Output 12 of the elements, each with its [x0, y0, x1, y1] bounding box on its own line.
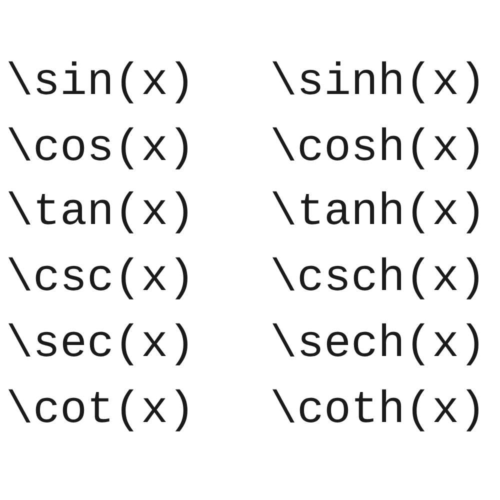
function-command: \sech(x): [270, 320, 486, 370]
function-command: \tan(x): [6, 188, 196, 238]
function-command: \sec(x): [6, 320, 196, 370]
function-command: \sin(x): [6, 58, 196, 108]
function-command: \cos(x): [6, 124, 196, 174]
function-command: \tanh(x): [270, 188, 486, 238]
function-command: \csch(x): [270, 254, 486, 304]
function-command: \cosh(x): [270, 124, 486, 174]
function-command: \csc(x): [6, 254, 196, 304]
function-command: \sinh(x): [270, 58, 486, 108]
function-command: \cot(x): [6, 386, 196, 436]
function-command: \coth(x): [270, 386, 486, 436]
